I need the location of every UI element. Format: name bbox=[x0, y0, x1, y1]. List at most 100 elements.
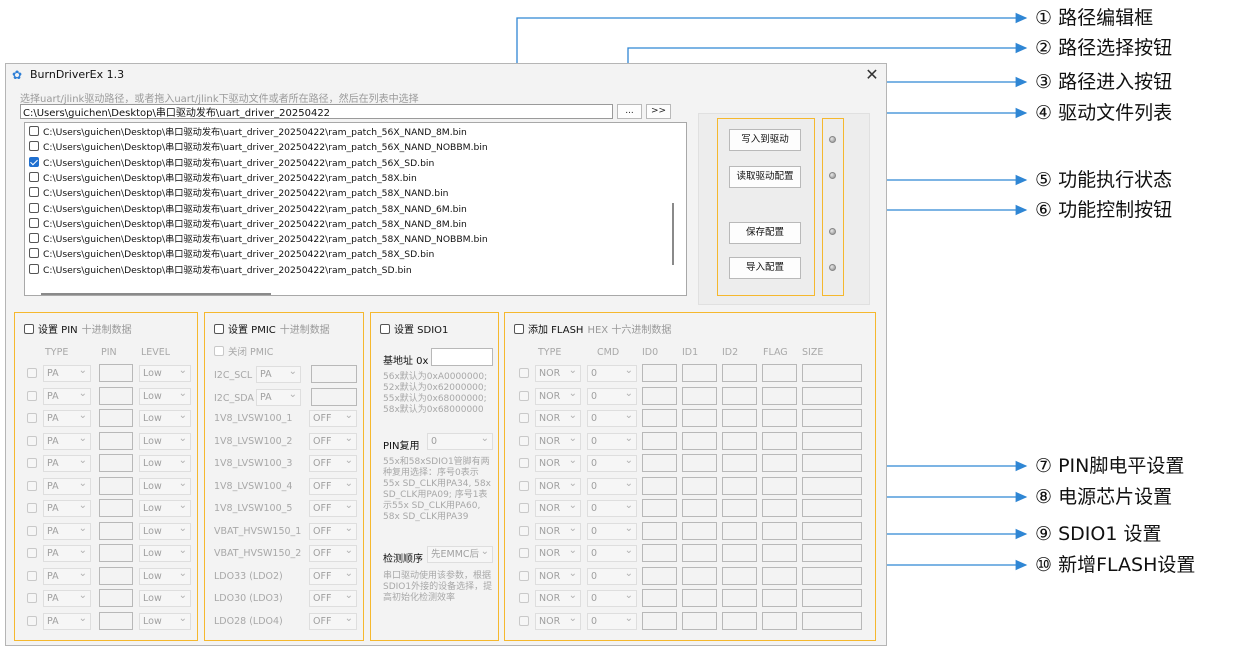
flash-row-checkbox[interactable] bbox=[519, 413, 529, 423]
pin-row-checkbox[interactable] bbox=[27, 368, 37, 378]
flash-id1-field[interactable] bbox=[682, 409, 717, 427]
flash-size-field[interactable] bbox=[802, 544, 862, 562]
flash-size-field[interactable] bbox=[802, 386, 862, 405]
browse-button[interactable]: ... bbox=[617, 104, 642, 119]
i2c-sda-pin-field[interactable] bbox=[311, 388, 357, 406]
pmic-rail-select[interactable]: OFF bbox=[309, 545, 357, 562]
flash-id0-field[interactable] bbox=[642, 364, 677, 382]
flash-id0-field[interactable] bbox=[642, 544, 677, 562]
flash-row-checkbox[interactable] bbox=[519, 368, 529, 378]
pin-level-select[interactable]: Low bbox=[139, 387, 191, 405]
write-driver-button[interactable]: 写入到驱动 bbox=[729, 129, 801, 151]
flash-id1-field[interactable] bbox=[682, 476, 717, 495]
flash-flag-field[interactable] bbox=[762, 611, 797, 630]
pin-level-select[interactable]: Low bbox=[139, 455, 191, 472]
file-list-item[interactable]: C:\Users\guichen\Desktop\串口驱动发布\uart_dri… bbox=[29, 217, 467, 231]
flash-id0-field[interactable] bbox=[642, 611, 677, 630]
flash-id2-field[interactable] bbox=[722, 521, 757, 540]
flash-id2-field[interactable] bbox=[722, 476, 757, 495]
i2c-scl-select[interactable]: PA bbox=[256, 366, 301, 383]
flash-id1-field[interactable] bbox=[682, 386, 717, 405]
flash-id1-field[interactable] bbox=[682, 431, 717, 450]
close-pmic-option[interactable]: 关闭 PMIC bbox=[214, 344, 273, 358]
horizontal-scrollbar[interactable] bbox=[41, 293, 271, 295]
pin-type-select[interactable]: PA bbox=[43, 567, 91, 585]
pin-type-select[interactable]: PA bbox=[43, 455, 91, 472]
flash-id2-field[interactable] bbox=[722, 499, 757, 517]
flash-id1-field[interactable] bbox=[682, 364, 717, 382]
flash-row-checkbox[interactable] bbox=[519, 390, 529, 401]
pmic-rail-select[interactable]: OFF bbox=[309, 410, 357, 427]
flash-flag-field[interactable] bbox=[762, 431, 797, 450]
pin-number-field[interactable] bbox=[99, 611, 133, 630]
flash-flag-field[interactable] bbox=[762, 364, 797, 382]
flash-row-checkbox[interactable] bbox=[519, 593, 529, 603]
flash-id0-field[interactable] bbox=[642, 386, 677, 405]
flash-type-select[interactable]: NOR bbox=[535, 432, 581, 450]
file-list-item[interactable]: C:\Users\guichen\Desktop\串口驱动发布\uart_dri… bbox=[29, 156, 434, 170]
pin-enable-checkbox[interactable] bbox=[24, 324, 34, 334]
flash-type-select[interactable]: NOR bbox=[535, 410, 581, 427]
pin-type-select[interactable]: PA bbox=[43, 410, 91, 427]
flash-flag-field[interactable] bbox=[762, 566, 797, 585]
pin-mux-select[interactable]: 0 bbox=[427, 433, 493, 450]
flash-row-checkbox[interactable] bbox=[519, 548, 529, 558]
pin-type-select[interactable]: PA bbox=[43, 545, 91, 562]
flash-cmd-select[interactable]: 0 bbox=[587, 500, 637, 517]
flash-size-field[interactable] bbox=[802, 364, 862, 382]
pin-level-select[interactable]: Low bbox=[139, 612, 191, 630]
flash-id2-field[interactable] bbox=[722, 386, 757, 405]
pin-number-field[interactable] bbox=[99, 409, 133, 427]
flash-id2-field[interactable] bbox=[722, 589, 757, 607]
flash-id2-field[interactable] bbox=[722, 611, 757, 630]
flash-cmd-select[interactable]: 0 bbox=[587, 455, 637, 472]
flash-id0-field[interactable] bbox=[642, 521, 677, 540]
flash-enable-checkbox[interactable] bbox=[514, 324, 524, 334]
file-checkbox[interactable] bbox=[29, 202, 39, 213]
flash-flag-field[interactable] bbox=[762, 476, 797, 495]
enter-path-button[interactable]: >> bbox=[646, 104, 671, 119]
flash-type-select[interactable]: NOR bbox=[535, 545, 581, 562]
flash-id1-field[interactable] bbox=[682, 454, 717, 472]
flash-flag-field[interactable] bbox=[762, 386, 797, 405]
flash-type-select[interactable]: NOR bbox=[535, 500, 581, 517]
flash-row-checkbox[interactable] bbox=[519, 458, 529, 468]
flash-id0-field[interactable] bbox=[642, 566, 677, 585]
flash-flag-field[interactable] bbox=[762, 454, 797, 472]
flash-size-field[interactable] bbox=[802, 521, 862, 540]
pin-number-field[interactable] bbox=[99, 386, 133, 405]
pmic-rail-select[interactable]: OFF bbox=[309, 612, 357, 630]
pin-level-select[interactable]: Low bbox=[139, 567, 191, 585]
flash-type-select[interactable]: NOR bbox=[535, 590, 581, 607]
flash-id1-field[interactable] bbox=[682, 544, 717, 562]
flash-id2-field[interactable] bbox=[722, 431, 757, 450]
pin-level-select[interactable]: Low bbox=[139, 590, 191, 607]
save-config-button[interactable]: 保存配置 bbox=[729, 222, 801, 244]
flash-cmd-select[interactable]: 0 bbox=[587, 545, 637, 562]
flash-id2-field[interactable] bbox=[722, 566, 757, 585]
flash-id1-field[interactable] bbox=[682, 566, 717, 585]
flash-row-checkbox[interactable] bbox=[519, 435, 529, 446]
file-list-item[interactable]: C:\Users\guichen\Desktop\串口驱动发布\uart_dri… bbox=[29, 248, 434, 261]
pin-row-checkbox[interactable] bbox=[27, 525, 37, 536]
flash-type-select[interactable]: NOR bbox=[535, 477, 581, 495]
i2c-scl-pin-field[interactable] bbox=[311, 365, 357, 383]
flash-cmd-select[interactable]: 0 bbox=[587, 522, 637, 540]
flash-cmd-select[interactable]: 0 bbox=[587, 590, 637, 607]
file-list-item[interactable]: C:\Users\guichen\Desktop\串口驱动发布\uart_dri… bbox=[29, 202, 467, 216]
flash-cmd-select[interactable]: 0 bbox=[587, 432, 637, 450]
flash-id2-field[interactable] bbox=[722, 364, 757, 382]
pin-row-checkbox[interactable] bbox=[27, 458, 37, 468]
pin-row-checkbox[interactable] bbox=[27, 435, 37, 446]
pmic-rail-select[interactable]: OFF bbox=[309, 432, 357, 450]
pmic-rail-select[interactable]: OFF bbox=[309, 455, 357, 472]
flash-type-select[interactable]: NOR bbox=[535, 522, 581, 540]
close-pmic-checkbox[interactable] bbox=[214, 346, 224, 356]
file-checkbox[interactable] bbox=[29, 248, 39, 259]
flash-id0-field[interactable] bbox=[642, 589, 677, 607]
file-checkbox[interactable] bbox=[29, 187, 39, 198]
flash-size-field[interactable] bbox=[802, 566, 862, 585]
flash-cmd-select[interactable]: 0 bbox=[587, 387, 637, 405]
detect-order-select[interactable]: 先EMMC后 bbox=[427, 546, 493, 563]
pin-row-checkbox[interactable] bbox=[27, 615, 37, 626]
